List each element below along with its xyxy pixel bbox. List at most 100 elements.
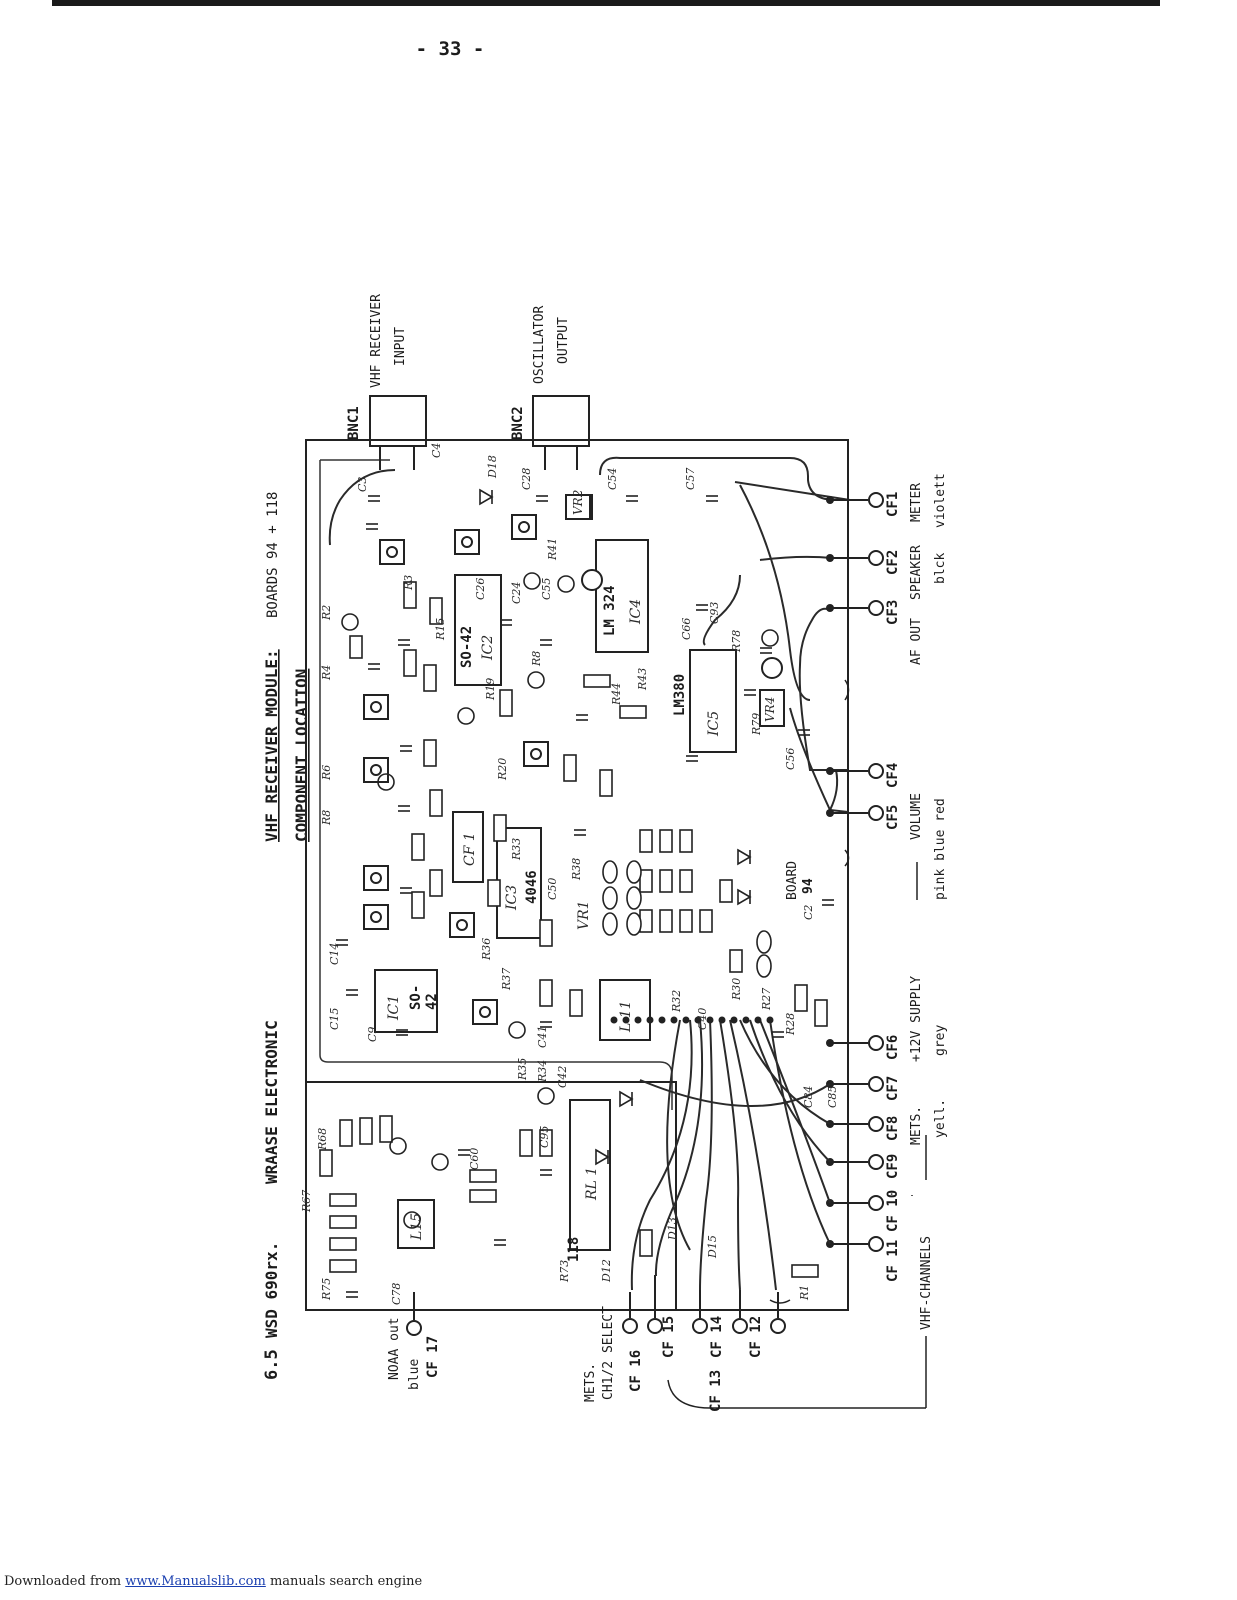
cf3-label: CF3: [885, 600, 901, 625]
svg-text:R2: R2: [320, 605, 333, 621]
svg-text:VR2: VR2: [571, 490, 585, 515]
ic5-type: LM380: [672, 674, 688, 716]
board-number: 94: [801, 878, 816, 894]
svg-text:D18: D18: [486, 455, 499, 479]
ic3-label: IC3: [504, 885, 520, 911]
volume-label: VOLUME: [909, 793, 924, 840]
ic4-type: LM 324: [602, 585, 618, 636]
bnc2-label: BNC2: [510, 406, 526, 440]
capacitors: [336, 495, 834, 1298]
cf15-label: CF 15: [661, 1316, 677, 1358]
blue-label: blue: [407, 1359, 422, 1390]
terminal-circles-right: [868, 492, 884, 1252]
label-brackets: [667, 862, 927, 1409]
ic2-label: IC2: [480, 635, 496, 661]
svg-text:VR4: VR4: [763, 697, 777, 722]
cf9-label: CF9: [885, 1154, 901, 1179]
ic1-label: IC1: [386, 995, 402, 1021]
section-number: 6.5: [262, 1349, 282, 1380]
svg-text:C26: C26: [474, 578, 487, 600]
cf5-label: CF5: [885, 805, 901, 830]
module-title: VHF RECEIVER MODULE:: [262, 649, 281, 842]
svg-text:R33: R33: [510, 838, 523, 861]
cf17-label: CF 17: [425, 1336, 441, 1378]
cf10-label: CF 10: [885, 1190, 901, 1232]
trim-pots: [565, 494, 783, 679]
cf14-label: CF 14: [709, 1316, 725, 1358]
board-118-label: 118: [566, 1237, 582, 1262]
svg-text:R1: R1: [798, 1285, 811, 1301]
oscillator-output-label-2: OUTPUT: [556, 317, 571, 364]
vhf-channels-label: VHF-CHANNELS: [919, 1236, 934, 1330]
oscillator-output-label-1: OSCILLATOR: [532, 306, 547, 384]
svg-text:R32: R32: [670, 990, 683, 1013]
pot-labels: VR2 VR4: [571, 490, 777, 722]
mets-label: METS.: [909, 1106, 924, 1145]
svg-text:C55: C55: [540, 578, 553, 600]
ic3-type: 4046: [524, 870, 540, 904]
supply-label: +12V SUPPLY: [909, 976, 924, 1062]
bottom-wire-labels: NOAA out blue METS. CH1/2 SELECT: [387, 1306, 616, 1402]
l11-body: [599, 979, 651, 1041]
svg-text:C4: C4: [430, 443, 443, 458]
wire-description-labels: METER violett SPEAKER blck AF OUT VOLUME…: [909, 473, 948, 1330]
resistors: [319, 581, 828, 1278]
svg-text:C54: C54: [606, 468, 619, 490]
bottom-terminal-labels: CF 17 CF 16 CF 15 CF 14 CF 13 CF 12: [425, 1316, 764, 1412]
top-border-bar: [52, 0, 1160, 6]
svg-text:R38: R38: [570, 858, 583, 881]
svg-text:R34: R34: [536, 1060, 549, 1083]
svg-text:C3: C3: [356, 477, 369, 492]
svg-text:R41: R41: [546, 538, 559, 561]
svg-text:C66: C66: [680, 618, 693, 640]
bnc1-connector: [369, 395, 427, 470]
svg-text:C2: C2: [802, 905, 815, 920]
ic1-body: [374, 969, 438, 1033]
svg-text:R8: R8: [320, 810, 333, 826]
cf8-label: CF8: [885, 1116, 901, 1141]
vhf-receiver-input-label-2: INPUT: [393, 327, 408, 366]
svg-text:C24: C24: [510, 582, 523, 604]
ic-outlines: [374, 539, 737, 1251]
svg-text:R78: R78: [730, 630, 743, 653]
coil-cans: [363, 494, 785, 1025]
footer-text: Downloaded from www.Manualslib.com manua…: [4, 1574, 422, 1589]
svg-text:C28: C28: [520, 468, 533, 490]
board-118-outline: [305, 1081, 677, 1311]
manualslib-link[interactable]: www.Manualslib.com: [125, 1574, 266, 1589]
ic-labels: IC1 SO- 42 SO-42 IC2 IC3 4046 LM 324 IC4…: [386, 585, 722, 1241]
svg-text:R20: R20: [496, 758, 509, 781]
cf6-label: CF6: [885, 1035, 901, 1060]
cf2-label: CF2: [885, 550, 901, 575]
diodes: [479, 488, 752, 1166]
cf7-label: CF7: [885, 1076, 901, 1101]
svg-text:C60: C60: [468, 1148, 481, 1170]
bottom-terminal-circles: [406, 1318, 786, 1336]
af-out-label: AF OUT: [909, 618, 924, 665]
svg-text:R75: R75: [320, 1278, 333, 1301]
connector-header-pins: [610, 1016, 774, 1024]
svg-text:C84: C84: [802, 1086, 815, 1108]
svg-text:R43: R43: [636, 668, 649, 691]
ic5-label: IC5: [706, 711, 722, 737]
svg-text:R27: R27: [760, 988, 773, 1011]
cf1-label: CF1: [885, 492, 901, 517]
ic4-label: IC4: [628, 599, 644, 625]
board-label: BOARD: [785, 861, 800, 900]
pink-blue-red-label: pink blue red: [933, 798, 948, 900]
svg-text:D15: D15: [706, 1235, 719, 1259]
ic4-body: [595, 539, 649, 653]
svg-text:C41: C41: [536, 1026, 549, 1048]
footer-prefix: Downloaded from: [4, 1574, 126, 1589]
footer-suffix: manuals search engine: [265, 1574, 423, 1589]
ic2-body: [454, 574, 502, 686]
mets-select-label-2: CH1/2 SELECT: [601, 1306, 616, 1400]
terminal-solder-dots: [826, 496, 834, 1248]
svg-text:R67: R67: [300, 1190, 313, 1213]
bnc1-label: BNC1: [346, 406, 362, 440]
rl1-label: RL 1: [584, 1167, 600, 1201]
svg-text:R15: R15: [434, 618, 447, 641]
svg-text:C78: C78: [390, 1283, 403, 1305]
svg-text:C95: C95: [538, 1126, 551, 1148]
svg-text:R73: R73: [558, 1260, 571, 1283]
